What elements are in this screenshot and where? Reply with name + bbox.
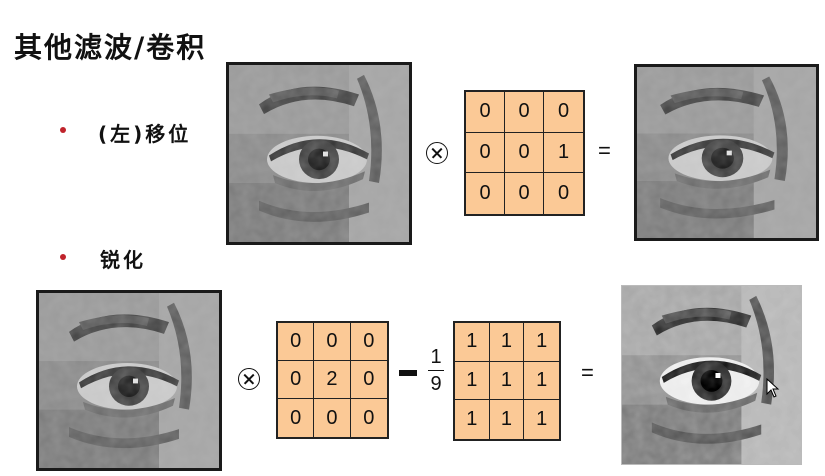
- kernel-cell: 0: [350, 361, 387, 399]
- bullet-dot-sharpen: [60, 254, 66, 260]
- bullet-label-sharpen: 锐化: [100, 248, 146, 272]
- kernel-cell: 1: [536, 408, 548, 431]
- kernel-cell: 0: [278, 361, 315, 399]
- convolution-operator-icon: [238, 368, 260, 390]
- kernel-cell: 0: [505, 92, 544, 133]
- fraction-numerator: 1: [430, 346, 442, 368]
- kernel-cell: 1: [455, 323, 490, 362]
- kernel-cell: 0: [505, 173, 544, 214]
- equals-sign: =: [598, 138, 611, 163]
- kernel-cell: 0: [466, 173, 505, 214]
- kernel-cell: 0: [278, 399, 315, 437]
- convolution-operator-icon: [426, 142, 448, 164]
- kernel-cell: 1: [544, 133, 583, 174]
- slide-title: 其他滤波/卷积: [14, 31, 207, 64]
- one-ninth-fraction: 1 9: [426, 346, 446, 395]
- kernel-cell: 0: [466, 132, 505, 174]
- kernel-cell: 1: [455, 361, 490, 401]
- eye-image-shifted: [634, 64, 819, 241]
- eye-image-original-2: [36, 290, 222, 471]
- kernel-cell: 0: [363, 406, 375, 429]
- equals-sign: =: [581, 360, 594, 385]
- kernel-cell: 1: [490, 400, 525, 439]
- kernel-cell: 0: [314, 323, 351, 361]
- fraction-bar: [428, 370, 444, 371]
- kernel-cell: 0: [314, 399, 351, 437]
- kernel-cell: 1: [524, 323, 559, 362]
- kernel-cell: 0: [505, 132, 544, 174]
- kernel-cell: 0: [466, 92, 505, 133]
- bullet-dot-shift: [60, 127, 66, 133]
- kernel-cell: 0: [557, 182, 570, 205]
- kernel-cell: 0: [278, 323, 315, 361]
- kernel-cell: 1: [489, 361, 525, 401]
- kernel-cell: 0: [544, 92, 583, 133]
- kernel-cell: 0: [350, 323, 387, 361]
- box-kernel: 1 1 1 1 1 1 1 1 1: [453, 321, 561, 441]
- bullet-label-shift: (左)移位: [98, 122, 192, 146]
- eye-image-original: [226, 62, 412, 245]
- eye-image-sharpened: [621, 285, 802, 465]
- kernel-cell: 1: [489, 323, 525, 362]
- fraction-denominator: 9: [430, 373, 442, 395]
- minus-sign: [399, 370, 417, 376]
- mouse-pointer-icon: [766, 378, 780, 398]
- kernel-cell: 2: [314, 361, 351, 399]
- identity-scaled-kernel: 0 0 0 0 2 0 0 0 0: [276, 321, 389, 439]
- kernel-cell: 1: [524, 362, 559, 401]
- kernel-cell: 1: [455, 400, 490, 439]
- shift-kernel: 0 0 0 0 0 1 0 0 0: [464, 90, 585, 216]
